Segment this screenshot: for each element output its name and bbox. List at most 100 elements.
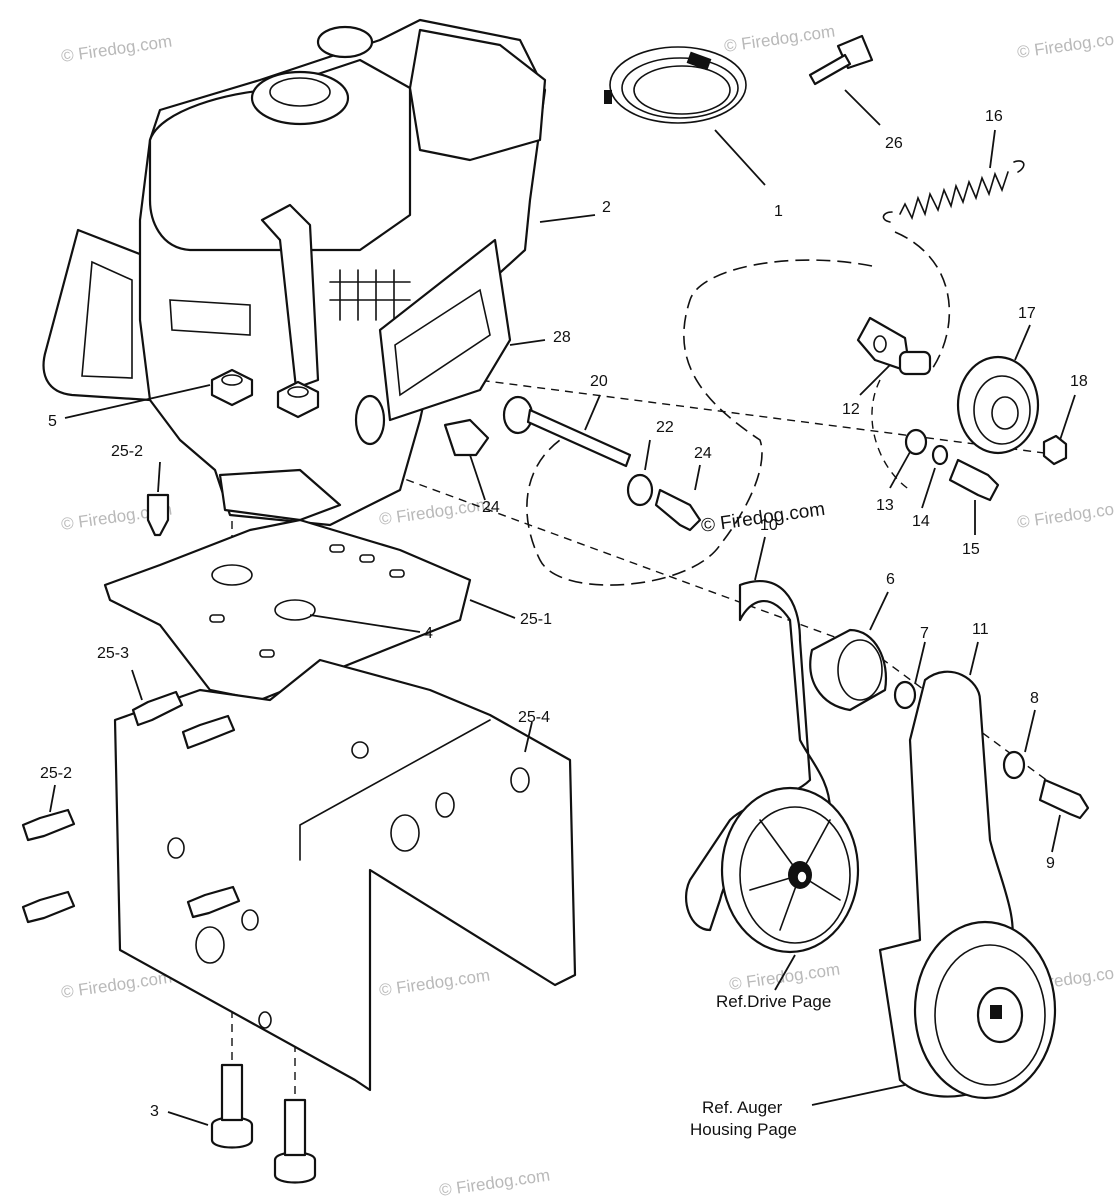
watermark: © Firedog.com [60,32,173,66]
callout-22: 22 [656,419,674,436]
callout-11: 11 [972,621,989,638]
part-4-lockwasher-2 [274,599,316,621]
callout-25-3: 25-3 [97,645,129,662]
part-24-bolt [654,488,702,532]
part-25-1-mounting-plate [103,518,472,702]
callout-16: 16 [985,108,1003,125]
dipstick-tube [260,203,320,390]
oil-cap [316,25,374,59]
ref-auger-line-1: Ref. Auger [702,1098,783,1117]
callout-28: 28 [553,329,571,346]
ref-drive-page: Ref.Drive Page [716,992,831,1011]
watermark: © Firedog.com [723,22,836,56]
watermark: © Firedog.com [60,968,173,1002]
watermark: © Firedog.com [438,1166,551,1200]
callout-18: 18 [1070,373,1088,390]
part-22-washer [626,473,654,507]
crankshaft-bearing [354,394,386,446]
part-24-bolt-upper [443,418,490,457]
axis-line-3 [439,374,1061,456]
part-25-2-bolt-upper [146,493,170,537]
leader-lines [49,89,1076,1126]
engine-base [218,468,342,522]
drive-pulley [720,786,860,954]
shaft-washer [502,395,534,435]
callout-24-left: 24 [482,499,500,516]
cooling-fins [329,269,411,321]
part-3-carriage-bolt-head [210,1116,254,1149]
watermark: © Firedog.com [378,495,491,529]
callout-24-right: 24 [694,445,712,462]
callout-17: 17 [1018,305,1036,322]
part-18-nut [1042,434,1068,466]
callout-labels: 1 2 3 4 5 6 7 8 9 10 11 12 13 14 15 16 1… [40,108,1088,1120]
frame-bolt [186,885,241,919]
watermark: © Firedog.com [378,966,491,1000]
callout-1: 1 [774,203,783,220]
part-8-washer [1002,750,1026,780]
part-15-bolt [948,458,1000,502]
callout-4: 4 [424,625,433,642]
blower-housing [408,28,547,162]
watermark: © Firedog.com [1016,28,1114,62]
callout-13: 13 [876,497,894,514]
idler-assembly [856,316,1068,466]
ref-auger-line-2: Housing Page [690,1120,797,1139]
watermark: © Firedog.com [1016,498,1114,532]
watermark: © Firedog.com [728,960,841,994]
part-6-engine-pulley [809,628,888,712]
engine [42,18,547,527]
part-10-drive-belt [685,579,832,932]
belt-routing-dashed [526,259,873,586]
callout-8: 8 [1030,690,1039,707]
frame-bolts [21,493,317,1184]
callout-14: 14 [912,513,930,530]
callout-2: 2 [602,199,611,216]
callout-12: 12 [842,401,860,418]
engine-pulley-assembly [809,628,1090,820]
shaft-hardware [443,395,702,532]
belt-routing-dashed-2 [871,379,911,491]
callout-5: 5 [48,413,57,430]
part-26-ignition-key [808,34,874,86]
part-13-washer [904,428,928,456]
part-3-carriage-bolt-head-2 [273,1151,317,1184]
fuel-cap [250,70,350,126]
callout-15: 15 [962,541,980,558]
part-25-2-bolt-lower [21,808,76,842]
auger-pulley [913,920,1057,1100]
part-1-electric-cord [604,46,747,124]
idler-hardware [904,428,1000,502]
axis-line [379,469,871,651]
reference-labels: Ref.Drive Page Ref. Auger Housing Page [690,992,831,1139]
callout-25-2-lower: 25-2 [40,765,72,782]
callout-25-2-upper: 25-2 [111,443,143,460]
part-25-4-frame [113,658,577,1092]
part-4-lockwasher [211,564,253,586]
callout-25-4: 25-4 [518,709,550,726]
part-17-idler-pulley [956,355,1040,455]
callout-20: 20 [590,373,608,390]
part-14-lockwasher [931,444,949,466]
callout-9: 9 [1046,855,1055,872]
engine-shroud-plate [378,238,512,422]
part-3-carriage-bolt-2 [283,1098,307,1157]
part-9-bolt [1038,778,1090,820]
idler-spacer [898,350,932,376]
part-25-2-bolt-lower-2 [21,890,76,924]
callout-26: 26 [885,135,903,152]
callout-6: 6 [886,571,895,588]
callout-7: 7 [920,625,929,642]
belt-path-dashed [894,231,951,373]
part-3-carriage-bolt [220,1063,244,1122]
callout-10: 10 [760,517,778,534]
part-25-3-bolt-2 [181,714,236,750]
part-16-spring [882,160,1025,223]
callout-25-1: 25-1 [520,611,552,628]
part-25-3-bolt [131,690,184,727]
part-7-spacer [893,680,917,710]
engine-recoil-handle [42,228,152,402]
callout-3: 3 [150,1103,159,1120]
part-20-shaft [526,408,632,468]
